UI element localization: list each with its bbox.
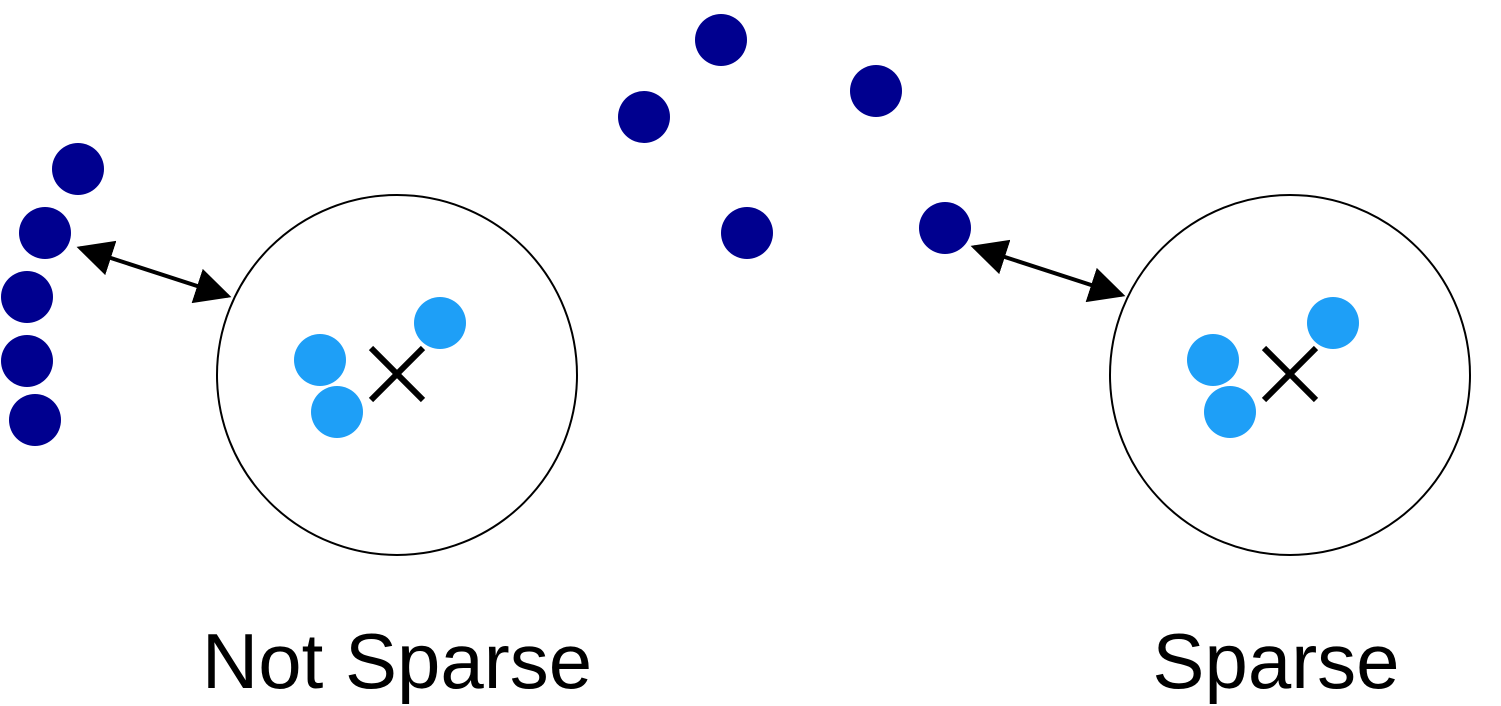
x-icon [1261,345,1319,403]
dark-point [9,394,61,446]
dark-point [850,65,902,117]
dark-point [695,14,747,66]
dark-point [618,91,670,143]
x-icon [368,345,426,403]
light-point [1204,386,1256,438]
dark-point [721,207,773,259]
dark-point [1,335,53,387]
outlier-points-left [1,143,104,446]
dark-point [1,271,53,323]
dark-point [52,143,104,195]
neighborhood-circle-left [216,194,578,556]
cluster-points-left [294,297,466,438]
light-point [1187,334,1239,386]
light-point [414,297,466,349]
distance-arrow-left [76,240,232,304]
light-point [311,386,363,438]
label-not-sparse: Not Sparse [202,617,592,705]
cluster-points-right [1187,297,1359,438]
panel-not-sparse: Not Sparse [1,143,592,705]
panel-sparse: Sparse [970,194,1471,705]
distance-arrow-right [970,239,1126,303]
dark-point [19,207,71,259]
neighborhood-circle-right [1109,194,1471,556]
light-point [1307,297,1359,349]
dark-point [919,202,971,254]
light-point [294,334,346,386]
scattered-points [618,14,971,259]
label-sparse: Sparse [1152,617,1399,705]
